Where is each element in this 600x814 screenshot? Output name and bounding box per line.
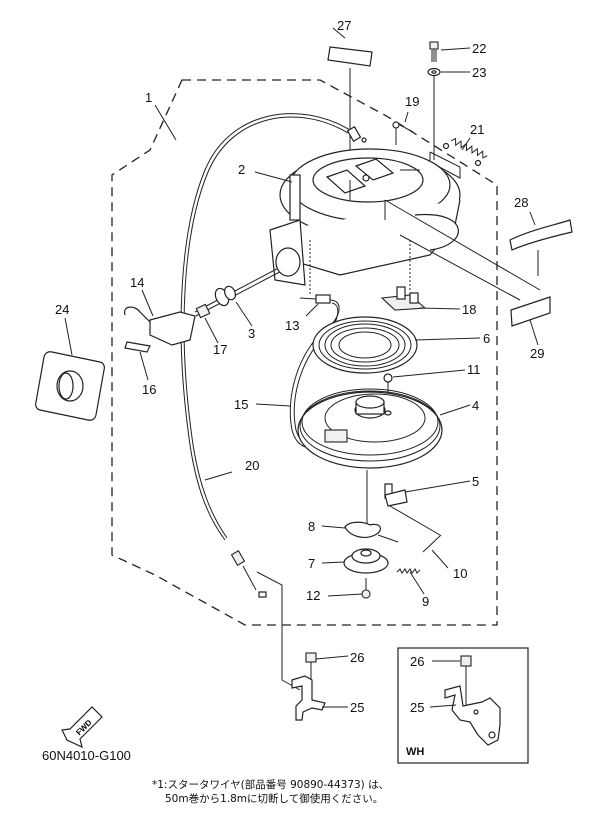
note-line-1: *1:スタータワイヤ(部品番号 90890-44373) は、 [152, 778, 389, 791]
callout-9: 9 [422, 594, 429, 609]
inset-callout-26: 26 [410, 654, 424, 669]
part-2-starter-housing[interactable] [254, 148, 541, 301]
note-line-2: 50m巻から1.8mに切断して御使用ください。 [165, 792, 383, 805]
callout-13: 13 [285, 318, 299, 333]
callout-6: 6 [483, 331, 490, 346]
callout-28: 28 [514, 195, 528, 210]
inset-callout-25: 25 [410, 700, 424, 715]
part-17-spring[interactable] [195, 303, 219, 344]
callout-23: 23 [472, 65, 486, 80]
callout-22: 22 [472, 41, 486, 56]
part-27-label[interactable] [327, 27, 373, 180]
part-16-clip[interactable] [124, 341, 151, 381]
part-20-wire[interactable] [204, 471, 301, 691]
callout-29: 29 [530, 346, 544, 361]
part-19-pin[interactable] [392, 111, 414, 145]
callout-7: 7 [308, 556, 315, 571]
part-8-friction-plate[interactable] [321, 521, 399, 543]
callout-24: 24 [55, 302, 69, 317]
callout-2: 2 [238, 162, 245, 177]
part-13-cable-holder[interactable] [299, 294, 331, 317]
part-23-washer[interactable] [427, 67, 470, 161]
callout-19: 19 [405, 94, 419, 109]
inset-label: WH [406, 746, 424, 758]
callout-3: 3 [248, 326, 255, 341]
part-4-pulley[interactable] [297, 388, 471, 525]
part-28-sticker[interactable] [509, 211, 573, 276]
callout-27: 27 [337, 18, 351, 33]
part-7-drive-plate[interactable] [321, 548, 389, 574]
part-6-recoil-spring[interactable] [312, 316, 481, 374]
callout-4: 4 [472, 398, 479, 413]
callout-1: 1 [145, 90, 152, 105]
callout-18: 18 [462, 302, 476, 317]
part-12-screw[interactable] [327, 578, 371, 599]
part-29-sticker[interactable] [510, 296, 551, 346]
part-21-spring[interactable] [429, 137, 488, 179]
callout-15: 15 [234, 397, 248, 412]
part-1-starter-wire[interactable] [154, 104, 367, 541]
callout-20: 20 [245, 458, 259, 473]
callout-26: 26 [350, 650, 364, 665]
callout-25: 25 [350, 700, 364, 715]
callout-14: 14 [130, 275, 144, 290]
wh-inset: 26 25 WH [397, 647, 529, 764]
callout-10: 10 [453, 566, 467, 581]
assembly-boundary [111, 79, 498, 626]
part-9-spring[interactable] [396, 568, 425, 595]
callout-17: 17 [213, 342, 227, 357]
callout-8: 8 [308, 519, 315, 534]
part-18-pawl[interactable] [380, 286, 461, 311]
callout-11: 11 [467, 362, 481, 377]
part-5-pawl[interactable] [384, 480, 471, 536]
inset-part-25-bracket[interactable] [429, 685, 501, 746]
callout-5: 5 [472, 474, 479, 489]
part-3-cable-boot[interactable] [194, 247, 301, 327]
part-10-pin[interactable] [422, 534, 449, 569]
part-25-bracket[interactable] [291, 675, 348, 721]
diagram-code: 60N4010-G100 [42, 748, 131, 763]
part-24-grommet[interactable] [35, 317, 105, 421]
part-22-bolt[interactable] [429, 41, 471, 62]
callout-16: 16 [142, 382, 156, 397]
fwd-arrow-icon: FWD [61, 706, 103, 749]
part-14-lever[interactable] [123, 289, 196, 346]
callout-21: 21 [470, 122, 484, 137]
callout-12: 12 [306, 588, 320, 603]
